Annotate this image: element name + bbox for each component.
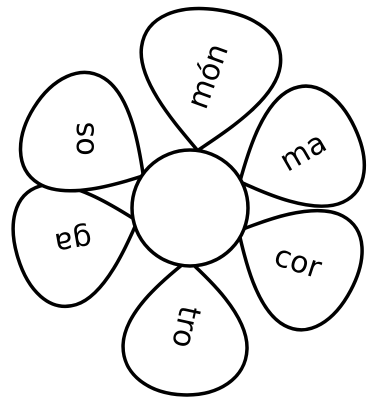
petal-bottom: tro <box>121 258 250 397</box>
petal-lower-left-label: ga <box>52 220 95 261</box>
flower-center <box>132 150 248 266</box>
petal-upper-left-label: os <box>66 122 101 156</box>
